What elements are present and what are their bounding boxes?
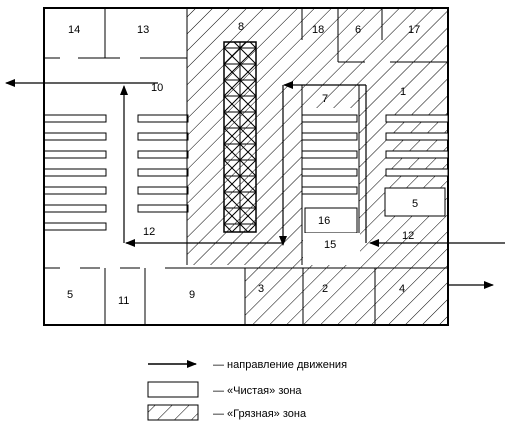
room-13-label: 13 (137, 24, 149, 36)
room-15-label: 15 (324, 239, 336, 251)
room-3-label: 3 (258, 283, 264, 295)
rack-left (43, 114, 107, 231)
room-4-label: 4 (399, 283, 405, 295)
rack-mid (137, 114, 189, 213)
room-7-label: 7 (322, 93, 328, 105)
room-labels: 14 13 8 18 6 17 10 7 1 16 5 12 15 12 5 1… (67, 21, 420, 307)
room-6-label: 6 (355, 24, 361, 36)
rack-room-7 (301, 114, 358, 195)
legend-dirty-swatch (147, 404, 199, 421)
room-12-right-label: 12 (402, 230, 414, 242)
legend-clean-swatch (147, 381, 199, 398)
room-5-right-label: 5 (412, 198, 418, 210)
room-16-area (304, 207, 358, 234)
room-11-label: 11 (118, 295, 129, 307)
room-8-label: 8 (238, 21, 244, 33)
room-5-bottom-label: 5 (67, 289, 73, 301)
legend-dirty-label: — «Грязная» зона (213, 408, 307, 420)
room-14-label: 14 (68, 24, 80, 36)
room-10-label: 10 (151, 82, 163, 94)
legend-direction-label: — направление движения (213, 359, 347, 371)
room-15-area (303, 233, 360, 265)
outer-wall (43, 7, 449, 326)
clean-inserts (302, 108, 446, 265)
room-9-label: 9 (189, 289, 195, 301)
room-5-right-area (384, 187, 446, 217)
room-18-label: 18 (312, 24, 324, 36)
room-1-label: 1 (400, 86, 406, 98)
movement-arrows (5, 79, 505, 289)
room-2-label: 2 (322, 283, 328, 295)
room-8-crosshatch (223, 41, 257, 233)
rack-room-1 (385, 114, 449, 177)
legend-clean-label: — «Чистая» зона (213, 385, 302, 397)
room-16-label: 16 (318, 215, 330, 227)
room-17-label: 17 (408, 24, 420, 36)
legend: — направление движения — «Чистая» зона —… (147, 359, 347, 421)
racks (43, 114, 449, 231)
dirty-zone-lower (245, 265, 448, 325)
room-12-left-label: 12 (143, 226, 155, 238)
